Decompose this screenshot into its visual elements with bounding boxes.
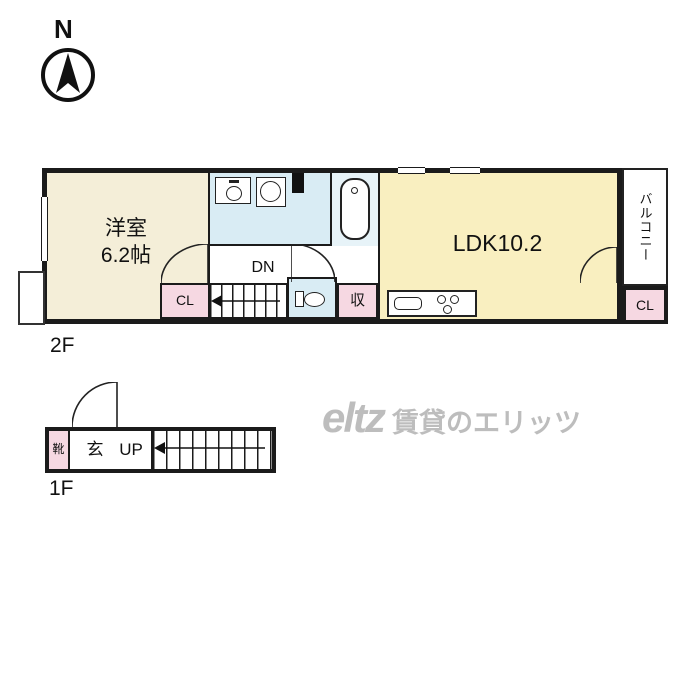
stairs-down-label: DN (251, 259, 275, 276)
balcony: バルコニー (622, 168, 668, 286)
faucet-icon (229, 180, 239, 183)
toilet-icon (304, 292, 325, 307)
washing-machine-icon (256, 177, 286, 207)
stairs-down (208, 283, 288, 319)
watermark-text: 賃貸のエリッツ (392, 408, 582, 438)
vanity-sink-icon (215, 177, 251, 204)
shoe-cabinet-label: 靴 (52, 442, 65, 456)
storage-closet: 収 (337, 283, 378, 319)
washer-drum-icon (260, 181, 281, 202)
stove-burner-icon (437, 295, 446, 304)
closet-right-label: CL (636, 297, 654, 313)
window (450, 167, 480, 174)
window (41, 197, 48, 261)
kitchen-sink-icon (394, 297, 422, 310)
balcony-label: バルコニー (637, 192, 653, 262)
utility-box (18, 271, 45, 325)
closet-left-label: CL (176, 292, 194, 308)
entrance-door-arc (72, 382, 118, 428)
toilet-tank-icon (295, 291, 304, 307)
kitchen-counter-icon (387, 290, 477, 317)
stove-burner-icon (450, 295, 459, 304)
stairs-down-arrow-icon (211, 295, 280, 307)
watermark-logo: eltz (322, 394, 386, 441)
stove-burner-icon (443, 305, 452, 314)
storage-label: 収 (349, 292, 365, 309)
western-room-name: 洋室 (105, 217, 147, 240)
drain-icon (351, 187, 358, 194)
water-heater-icon (292, 173, 304, 193)
compass-icon (41, 48, 95, 102)
washroom (210, 173, 378, 246)
ldk-room: LDK10.2 (378, 173, 617, 319)
western-room-size: 6.2帖 (100, 244, 152, 267)
closet-left: CL (160, 283, 210, 319)
western-room-label: 洋室 6.2帖 (47, 215, 205, 269)
floor1-plan: 靴 玄 UP (45, 427, 276, 473)
stairs-up-label: UP (119, 440, 143, 459)
ldk-label: LDK10.2 (452, 230, 543, 256)
toilet-room (287, 277, 337, 319)
entrance-label: 玄 (86, 440, 104, 459)
bathtub-icon (340, 178, 370, 240)
stairs-up-arrow-icon (154, 442, 265, 454)
closet-right: CL (622, 286, 668, 324)
watermark: eltz 賃貸のエリッツ (322, 394, 581, 442)
compass-north-label: N (54, 14, 73, 44)
floor2-label: 2F (50, 334, 75, 357)
bathroom (330, 173, 378, 246)
floor1-label: 1F (49, 477, 74, 500)
window (398, 167, 425, 174)
basin-icon (226, 186, 242, 201)
floor2-plan: 洋室 6.2帖 CL (42, 168, 622, 324)
shoe-cabinet: 靴 (49, 431, 70, 469)
stairs-up (151, 431, 272, 469)
